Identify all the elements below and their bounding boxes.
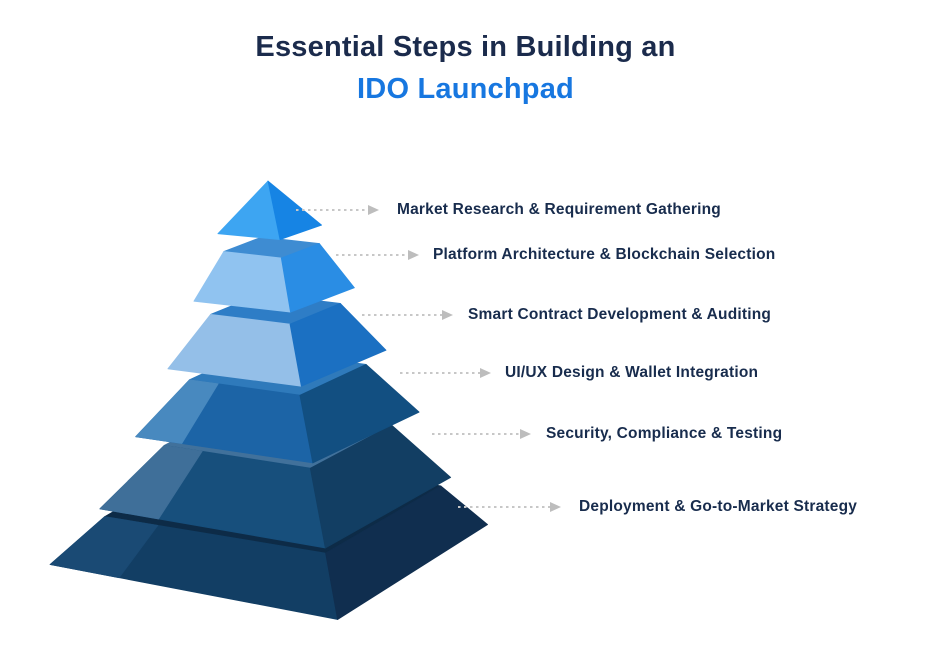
- arrow-right-icon: [480, 368, 491, 378]
- tier-label: UI/UX Design & Wallet Integration: [505, 364, 759, 381]
- arrow-right-icon: [368, 205, 379, 215]
- tier-label: Security, Compliance & Testing: [546, 425, 783, 442]
- pyramid-tier-5-right-face: [309, 424, 452, 549]
- tier-row-6: Deployment & Go-to-Market Strategy: [458, 498, 857, 516]
- arrow-right-icon: [550, 502, 561, 512]
- tier-row-5: Security, Compliance & Testing: [432, 425, 782, 443]
- pyramid-tier-2-right-face: [280, 243, 355, 313]
- tier-label: Market Research & Requirement Gathering: [397, 201, 721, 218]
- pyramid-tier-3-right-face: [289, 302, 387, 387]
- pyramid-tier-4-left-edge-face: [135, 379, 219, 444]
- leader-line: [362, 313, 442, 317]
- leader-line: [432, 432, 520, 436]
- pyramid-tier-4-right-face: [299, 363, 420, 464]
- title-line1: Essential Steps in Building an: [255, 31, 676, 63]
- leader-line: [400, 371, 480, 375]
- pyramid-tier-1-right-face: [267, 180, 323, 241]
- title-line2: IDO Launchpad: [357, 73, 574, 105]
- pyramid-tier-3-left-face: [167, 313, 302, 387]
- tier-label: Smart Contract Development & Auditing: [468, 306, 772, 323]
- pyramid-tier-6-right-face: [325, 485, 489, 620]
- pyramid-tier-6-left-edge-face: [49, 516, 159, 579]
- tier-label: Platform Architecture & Blockchain Selec…: [433, 246, 776, 263]
- tier-row-4: UI/UX Design & Wallet Integration: [400, 364, 758, 382]
- arrow-right-icon: [408, 250, 419, 260]
- title: Essential Steps in Building an IDO Launc…: [0, 26, 931, 110]
- arrow-right-icon: [442, 310, 453, 320]
- leader-line: [458, 505, 550, 509]
- leader-line: [296, 208, 368, 212]
- tier-row-2: Platform Architecture & Blockchain Selec…: [336, 246, 775, 264]
- tier-row-1: Market Research & Requirement Gathering: [296, 201, 721, 219]
- pyramid-tier-2-left-face: [193, 251, 291, 313]
- pyramid-tier-5-left-edge-face: [99, 444, 203, 520]
- tier-label: Deployment & Go-to-Market Strategy: [579, 498, 858, 515]
- leader-line: [336, 253, 408, 257]
- tier-row-3: Smart Contract Development & Auditing: [362, 306, 771, 324]
- arrow-right-icon: [520, 429, 531, 439]
